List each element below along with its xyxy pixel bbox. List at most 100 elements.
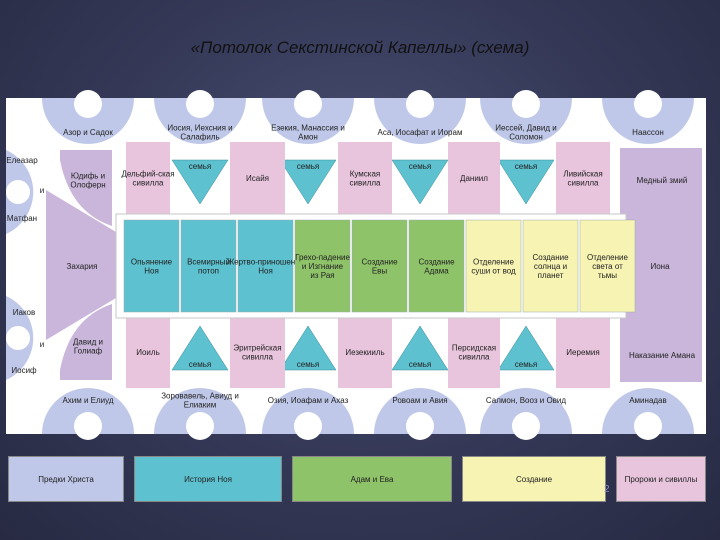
left-band bbox=[46, 232, 116, 298]
left-bottom-circle-label-3: Иосиф bbox=[11, 366, 37, 375]
bottom-medallion-label: Ахим и Елиуд bbox=[62, 396, 113, 405]
top-medallion-label: Наассон bbox=[632, 128, 664, 137]
bottom-prophet-panel bbox=[448, 318, 500, 388]
bottom-medallion-hole bbox=[294, 412, 322, 440]
bottom-medallion bbox=[262, 388, 354, 434]
top-medallion bbox=[154, 98, 246, 144]
top-medallion-label: Азор и Садок bbox=[63, 128, 113, 137]
bottom-medallion bbox=[480, 388, 572, 434]
bottom-medallion-hole bbox=[406, 412, 434, 440]
top-medallion-hole bbox=[74, 90, 102, 118]
bottom-medallion-label: Аминадав bbox=[629, 396, 667, 405]
center-panel bbox=[465, 219, 522, 313]
bottom-prophet-panel bbox=[556, 318, 610, 388]
center-panel bbox=[408, 219, 465, 313]
left-top-circle-label-3: Матфан bbox=[7, 214, 37, 223]
top-medallion-hole bbox=[634, 90, 662, 118]
legend-item: История Ноя bbox=[134, 456, 282, 502]
top-medallion-hole bbox=[406, 90, 434, 118]
bottom-medallion bbox=[602, 388, 694, 434]
top-medallion-hole bbox=[186, 90, 214, 118]
top-medallion-hole bbox=[294, 90, 322, 118]
top-prophet-panel bbox=[556, 142, 610, 214]
bottom-prophet-panel bbox=[338, 318, 392, 388]
top-family-label: семья bbox=[409, 162, 431, 171]
bottom-medallion bbox=[42, 388, 134, 434]
left-bottom-pendentive bbox=[60, 304, 112, 380]
center-panel bbox=[579, 219, 636, 313]
right-band-label: Иона bbox=[650, 262, 670, 271]
top-family-triangle bbox=[391, 159, 449, 205]
legend-item: Пророки и сивиллы bbox=[616, 456, 706, 502]
top-family-label: семья bbox=[297, 162, 319, 171]
bottom-prophet-panel bbox=[230, 318, 285, 388]
bottom-family-label: семья bbox=[189, 360, 211, 369]
top-medallion-hole bbox=[512, 90, 540, 118]
legend-item: Предки Христа bbox=[8, 456, 124, 502]
left-band-top-wedge bbox=[46, 190, 116, 232]
left-band-label: Захария bbox=[67, 262, 98, 271]
top-family-triangle bbox=[171, 159, 229, 205]
center-panel bbox=[522, 219, 579, 313]
center-panel bbox=[180, 219, 237, 313]
bottom-prophet-label: Иезекииль bbox=[345, 348, 384, 357]
bottom-medallion-hole bbox=[186, 412, 214, 440]
top-family-label: семья bbox=[515, 162, 537, 171]
top-prophet-label: Исайя bbox=[246, 174, 269, 183]
left-top-circle-label-2: и bbox=[40, 186, 44, 195]
left-bottom-circle-hole bbox=[6, 326, 30, 350]
center-panel bbox=[123, 219, 180, 313]
bottom-medallion-label: Озия, Иоафам и Ахаз bbox=[268, 396, 349, 405]
bottom-medallion-label: Салмон, Вооз и Овид bbox=[486, 396, 566, 405]
left-top-circle-hole bbox=[6, 180, 30, 204]
left-bottom-circle-label-2: и bbox=[40, 340, 44, 349]
bottom-medallion bbox=[374, 388, 466, 434]
bottom-medallion-hole bbox=[74, 412, 102, 440]
left-bottom-circle-label-1: Иаков bbox=[13, 308, 36, 317]
bottom-medallion-hole bbox=[512, 412, 540, 440]
center-panel bbox=[351, 219, 408, 313]
right-bottom-pendentive-label: Наказание Амана bbox=[629, 351, 696, 360]
top-family-triangle bbox=[497, 159, 555, 205]
left-band-bottom-wedge bbox=[46, 298, 116, 340]
right-bottom-pendentive bbox=[620, 298, 702, 382]
bottom-family-triangle bbox=[391, 325, 449, 371]
top-prophet-label: Даниил bbox=[460, 174, 488, 183]
top-family-label: семья bbox=[189, 162, 211, 171]
bottom-prophet-label: Иоиль bbox=[136, 348, 160, 357]
bottom-family-triangle bbox=[497, 325, 555, 371]
bottom-medallion-label: Ровоам и Авия bbox=[392, 396, 447, 405]
bottom-prophet-label: Иеремия bbox=[566, 348, 599, 357]
bottom-family-triangle bbox=[279, 325, 337, 371]
right-band bbox=[627, 232, 702, 298]
top-prophet-panel bbox=[448, 142, 500, 214]
top-medallion bbox=[480, 98, 572, 144]
top-prophet-panel bbox=[338, 142, 392, 214]
top-medallion-label: Аса, Иосафат и Иорам bbox=[378, 128, 463, 137]
center-panel bbox=[237, 219, 294, 313]
left-top-circle-label-1: Елеазар bbox=[6, 156, 38, 165]
bottom-medallion bbox=[154, 388, 246, 434]
top-medallion bbox=[42, 98, 134, 144]
page-number: 2 bbox=[604, 484, 610, 495]
bottom-family-triangle bbox=[171, 325, 229, 371]
